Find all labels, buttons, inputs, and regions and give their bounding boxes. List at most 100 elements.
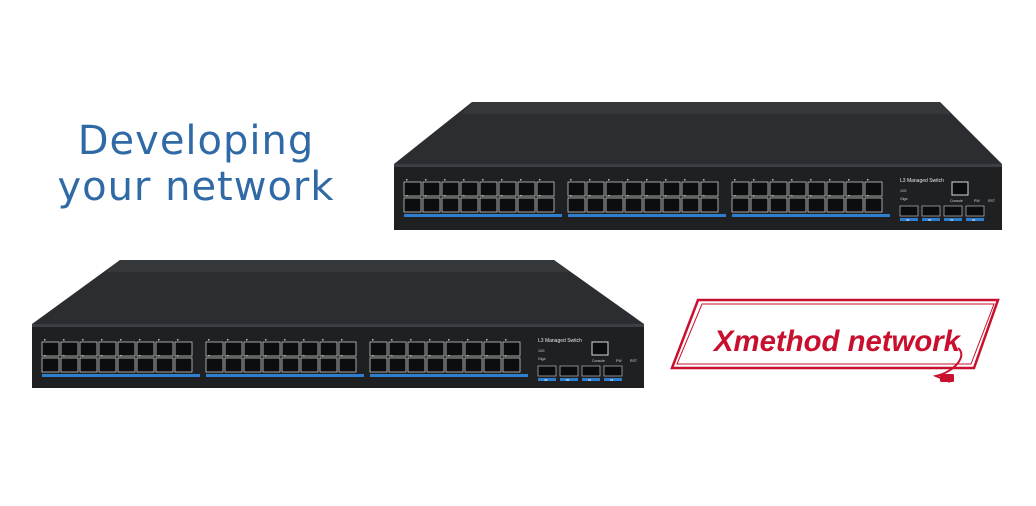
port-block-stripe (42, 374, 200, 377)
rj45-port (502, 357, 521, 373)
rj45-port (807, 197, 826, 213)
port-block-stripe (370, 374, 528, 377)
switch-bottom-pw-label: PW (616, 359, 622, 363)
rj45-port (864, 197, 883, 213)
port-led (101, 339, 103, 341)
port-led (284, 355, 286, 357)
rj45-port (517, 181, 536, 197)
port-led (44, 355, 46, 357)
rj45-port (262, 341, 281, 357)
port-led (646, 179, 648, 181)
rj45-port (224, 357, 243, 373)
sfp-slot (921, 205, 941, 217)
rj45-port (700, 197, 719, 213)
rj45-port (41, 341, 60, 357)
xmethod-network-logo: Xmethod network (668, 296, 1004, 386)
rj45-port (369, 357, 388, 373)
rj45-port (464, 341, 483, 357)
port-led (810, 179, 812, 181)
switch-top-rst-label: RST (988, 199, 996, 203)
port-led (463, 179, 465, 181)
port-led (82, 339, 84, 341)
rj45-port (445, 357, 464, 373)
sfp-slot (965, 205, 985, 217)
port-led (539, 195, 541, 197)
switch-bottom-rst-label: RST (630, 359, 638, 363)
port-led (505, 339, 507, 341)
rj45-port (224, 341, 243, 357)
port-led (486, 339, 488, 341)
rj45-port (643, 197, 662, 213)
port-led (467, 355, 469, 357)
port-led (486, 355, 488, 357)
port-led (177, 339, 179, 341)
headline-line-1: Developing (77, 118, 315, 164)
port-led (341, 355, 343, 357)
port-led (425, 179, 427, 181)
port-led (208, 355, 210, 357)
port-led (482, 179, 484, 181)
rj45-port (731, 181, 750, 197)
xmethod-logo-image: Xmethod network (670, 298, 1000, 383)
rj45-port (426, 341, 445, 357)
sfp-slot (581, 365, 601, 377)
rj45-port (498, 181, 517, 197)
port-led (684, 179, 686, 181)
port-led (829, 179, 831, 181)
sfp-slot (537, 365, 557, 377)
port-led (120, 339, 122, 341)
rj45-port (464, 357, 483, 373)
rj45-port (750, 181, 769, 197)
port-led (501, 179, 503, 181)
rj45-port (60, 341, 79, 357)
port-led (406, 195, 408, 197)
rj45-port (403, 197, 422, 213)
rj45-port (586, 181, 605, 197)
rj45-port (155, 357, 174, 373)
port-led (425, 195, 427, 197)
port-led (284, 339, 286, 341)
port-led (463, 195, 465, 197)
rj45-port (426, 357, 445, 373)
rj45-port (155, 341, 174, 357)
port-led (158, 339, 160, 341)
port-led (665, 179, 667, 181)
rj45-port (460, 197, 479, 213)
rj45-port (388, 357, 407, 373)
port-led (372, 355, 374, 357)
rj45-port (681, 181, 700, 197)
port-led (44, 339, 46, 341)
port-led (448, 355, 450, 357)
port-led (139, 339, 141, 341)
rj45-port (662, 197, 681, 213)
port-led (482, 195, 484, 197)
rj45-port (643, 181, 662, 197)
port-led (303, 339, 305, 341)
sfp-port-number: 52 (610, 378, 614, 382)
sfp-slot (943, 205, 963, 217)
rj45-port (407, 357, 426, 373)
rj45-port (300, 341, 319, 357)
rj45-port (845, 181, 864, 197)
rj45-port (338, 341, 357, 357)
port-led (772, 195, 774, 197)
rj45-port (319, 357, 338, 373)
port-led (665, 195, 667, 197)
rj45-port (422, 197, 441, 213)
switch-top-pw-label: PW (974, 199, 980, 203)
sfp-slot (899, 205, 919, 217)
sfp-port-number: 49 (906, 218, 910, 222)
rj45-port (445, 341, 464, 357)
port-led (265, 339, 267, 341)
rj45-port (205, 341, 224, 357)
rj45-port (479, 181, 498, 197)
rj45-port (864, 181, 883, 197)
port-led (753, 195, 755, 197)
port-led (63, 355, 65, 357)
rj45-port (479, 197, 498, 213)
port-led (303, 355, 305, 357)
rj45-port (369, 341, 388, 357)
rj45-port (536, 181, 555, 197)
switch-top-console-label: Console (950, 199, 963, 203)
